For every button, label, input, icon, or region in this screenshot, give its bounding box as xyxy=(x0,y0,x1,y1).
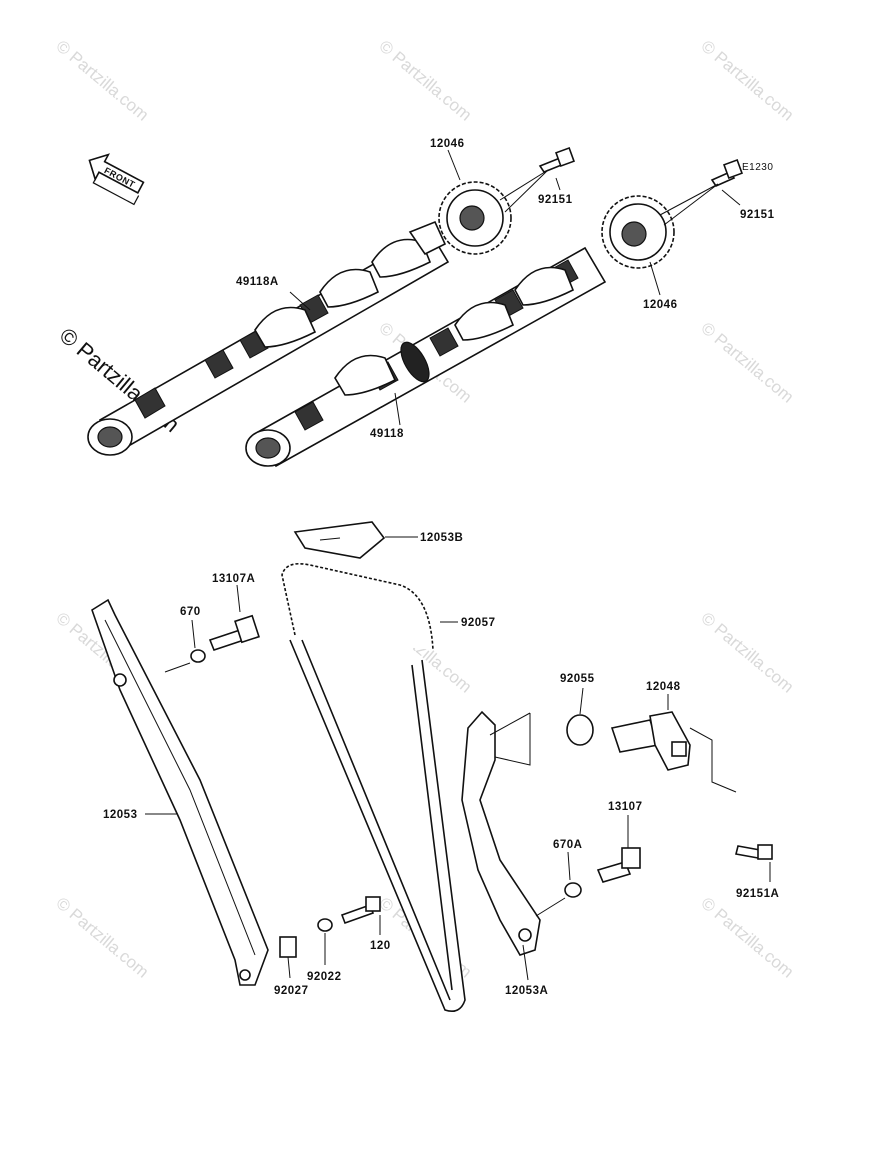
watermark: © Partzilla.com xyxy=(375,37,475,125)
watermark: © Partzilla.com xyxy=(697,609,797,697)
label-92055: 92055 xyxy=(560,673,595,685)
label-92027: 92027 xyxy=(274,985,308,997)
label-13107a: 13107A xyxy=(212,573,255,585)
label-92151a: 92151A xyxy=(736,888,779,900)
label-49118: 49118 xyxy=(370,428,404,440)
label-12048: 12048 xyxy=(646,681,681,693)
watermark: © Partzilla.com xyxy=(52,37,152,125)
leader-lines-lower xyxy=(145,536,771,981)
sprocket-12046-top xyxy=(438,181,512,255)
bolt-92151-top xyxy=(538,147,575,173)
label-92057: 92057 xyxy=(461,617,495,629)
bolt-120 xyxy=(340,896,381,925)
leader-lines-upper xyxy=(289,149,741,426)
o-ring-670a xyxy=(564,882,582,898)
sprocket-12046-right xyxy=(601,195,675,269)
watermark: © Partzilla.com xyxy=(697,319,797,407)
label-670a: 670A xyxy=(553,839,583,851)
bolt-92151-right xyxy=(710,159,743,188)
label-12046-top: 12046 xyxy=(430,138,464,150)
label-49118a: 49118A xyxy=(236,276,279,288)
watermark: © Partzilla.com xyxy=(697,894,797,982)
label-670: 670 xyxy=(180,606,201,618)
timing-chain-92057 xyxy=(281,562,466,1013)
diagram-code: E1230 xyxy=(742,162,773,173)
chain-guide-12053a xyxy=(461,710,541,956)
chain-guide-12053b xyxy=(293,521,386,559)
bolt-92151a xyxy=(735,844,773,860)
label-92022: 92022 xyxy=(307,971,341,983)
collar-92027 xyxy=(279,936,297,958)
label-120: 120 xyxy=(370,940,391,952)
bolt-13107 xyxy=(596,847,641,883)
washer-92022 xyxy=(317,918,333,932)
chain-guide-12053 xyxy=(91,598,269,986)
camshaft-49118a xyxy=(87,220,450,456)
watermark: © Partzilla.com xyxy=(52,894,152,982)
label-12053: 12053 xyxy=(103,809,137,821)
front-arrow-icon: FRONT xyxy=(88,153,145,206)
o-ring-92055 xyxy=(566,714,594,746)
label-12053b: 12053B xyxy=(420,532,463,544)
bolt-13107a xyxy=(208,614,260,651)
label-13107: 13107 xyxy=(608,801,642,813)
label-92151-right: 92151 xyxy=(740,209,775,221)
watermark: © Partzilla.com xyxy=(697,37,797,125)
label-12053a: 12053A xyxy=(505,985,548,997)
camshaft-49118 xyxy=(245,246,607,468)
label-92151-top: 92151 xyxy=(538,194,573,206)
tensioner-12048 xyxy=(610,711,691,771)
label-12046-right: 12046 xyxy=(643,299,677,311)
o-ring-670 xyxy=(190,649,206,663)
